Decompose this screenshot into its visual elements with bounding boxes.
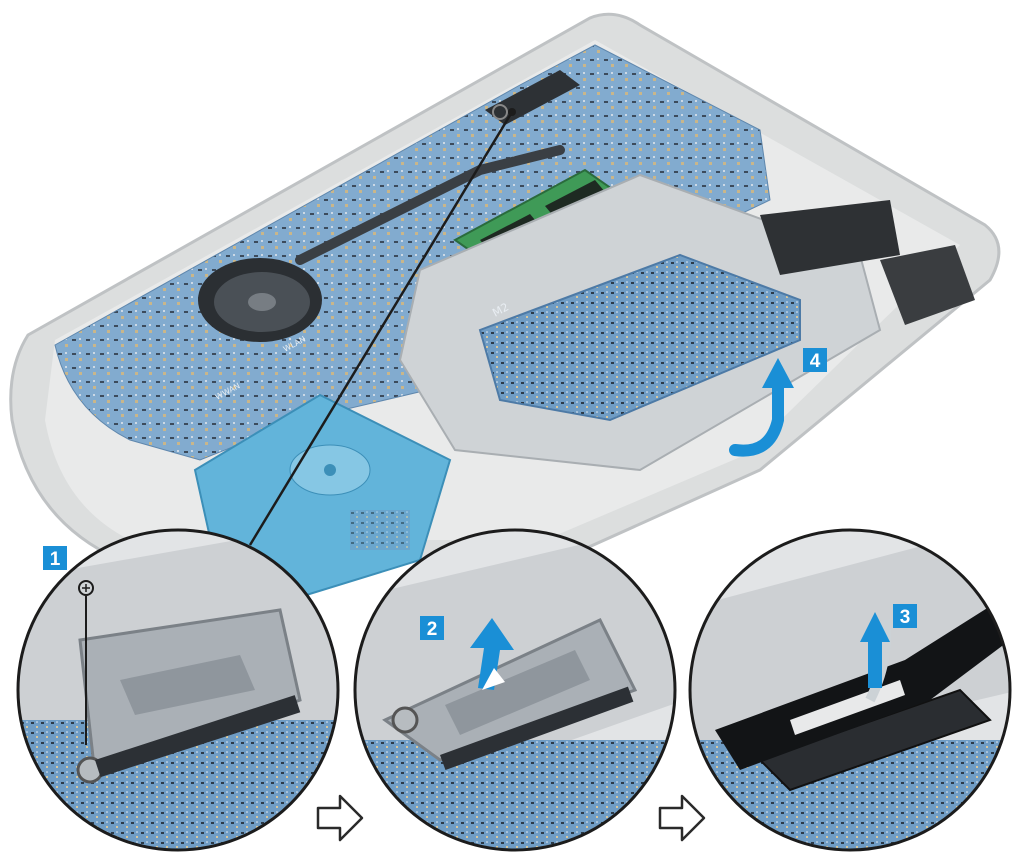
touchpad-board bbox=[478, 253, 801, 422]
magnifier-step-1 bbox=[16, 528, 340, 852]
curved-arrow-icon bbox=[729, 358, 794, 457]
step-number-3: 3 bbox=[900, 607, 911, 628]
step-badge-1: 1 bbox=[43, 546, 67, 570]
magnifier-step-3 bbox=[688, 528, 1012, 852]
right-outline-arrow-icon bbox=[316, 794, 364, 842]
callout-line bbox=[248, 111, 514, 546]
step-number-1: 1 bbox=[50, 549, 61, 570]
laptop-base: M2 WWAN WLAN bbox=[9, 12, 1001, 602]
magnifier-step-2 bbox=[353, 528, 677, 852]
step-badge-3: 3 bbox=[893, 604, 917, 628]
step-number-4: 4 bbox=[810, 351, 821, 372]
cooling-fan bbox=[198, 258, 322, 342]
screw-icon bbox=[78, 580, 94, 745]
step-badge-2: 2 bbox=[420, 616, 444, 640]
display-cable bbox=[715, 600, 1010, 770]
battery-area bbox=[760, 200, 900, 275]
heat-pipe bbox=[295, 145, 565, 265]
up-arrow-icon bbox=[470, 618, 514, 690]
up-arrow-icon bbox=[860, 612, 890, 688]
right-outline-arrow-icon bbox=[658, 794, 706, 842]
step-number-2: 2 bbox=[427, 619, 438, 640]
callout-dot bbox=[508, 108, 516, 116]
motherboard bbox=[54, 44, 771, 461]
step-badge-4: 4 bbox=[803, 348, 827, 372]
speaker bbox=[880, 245, 975, 325]
